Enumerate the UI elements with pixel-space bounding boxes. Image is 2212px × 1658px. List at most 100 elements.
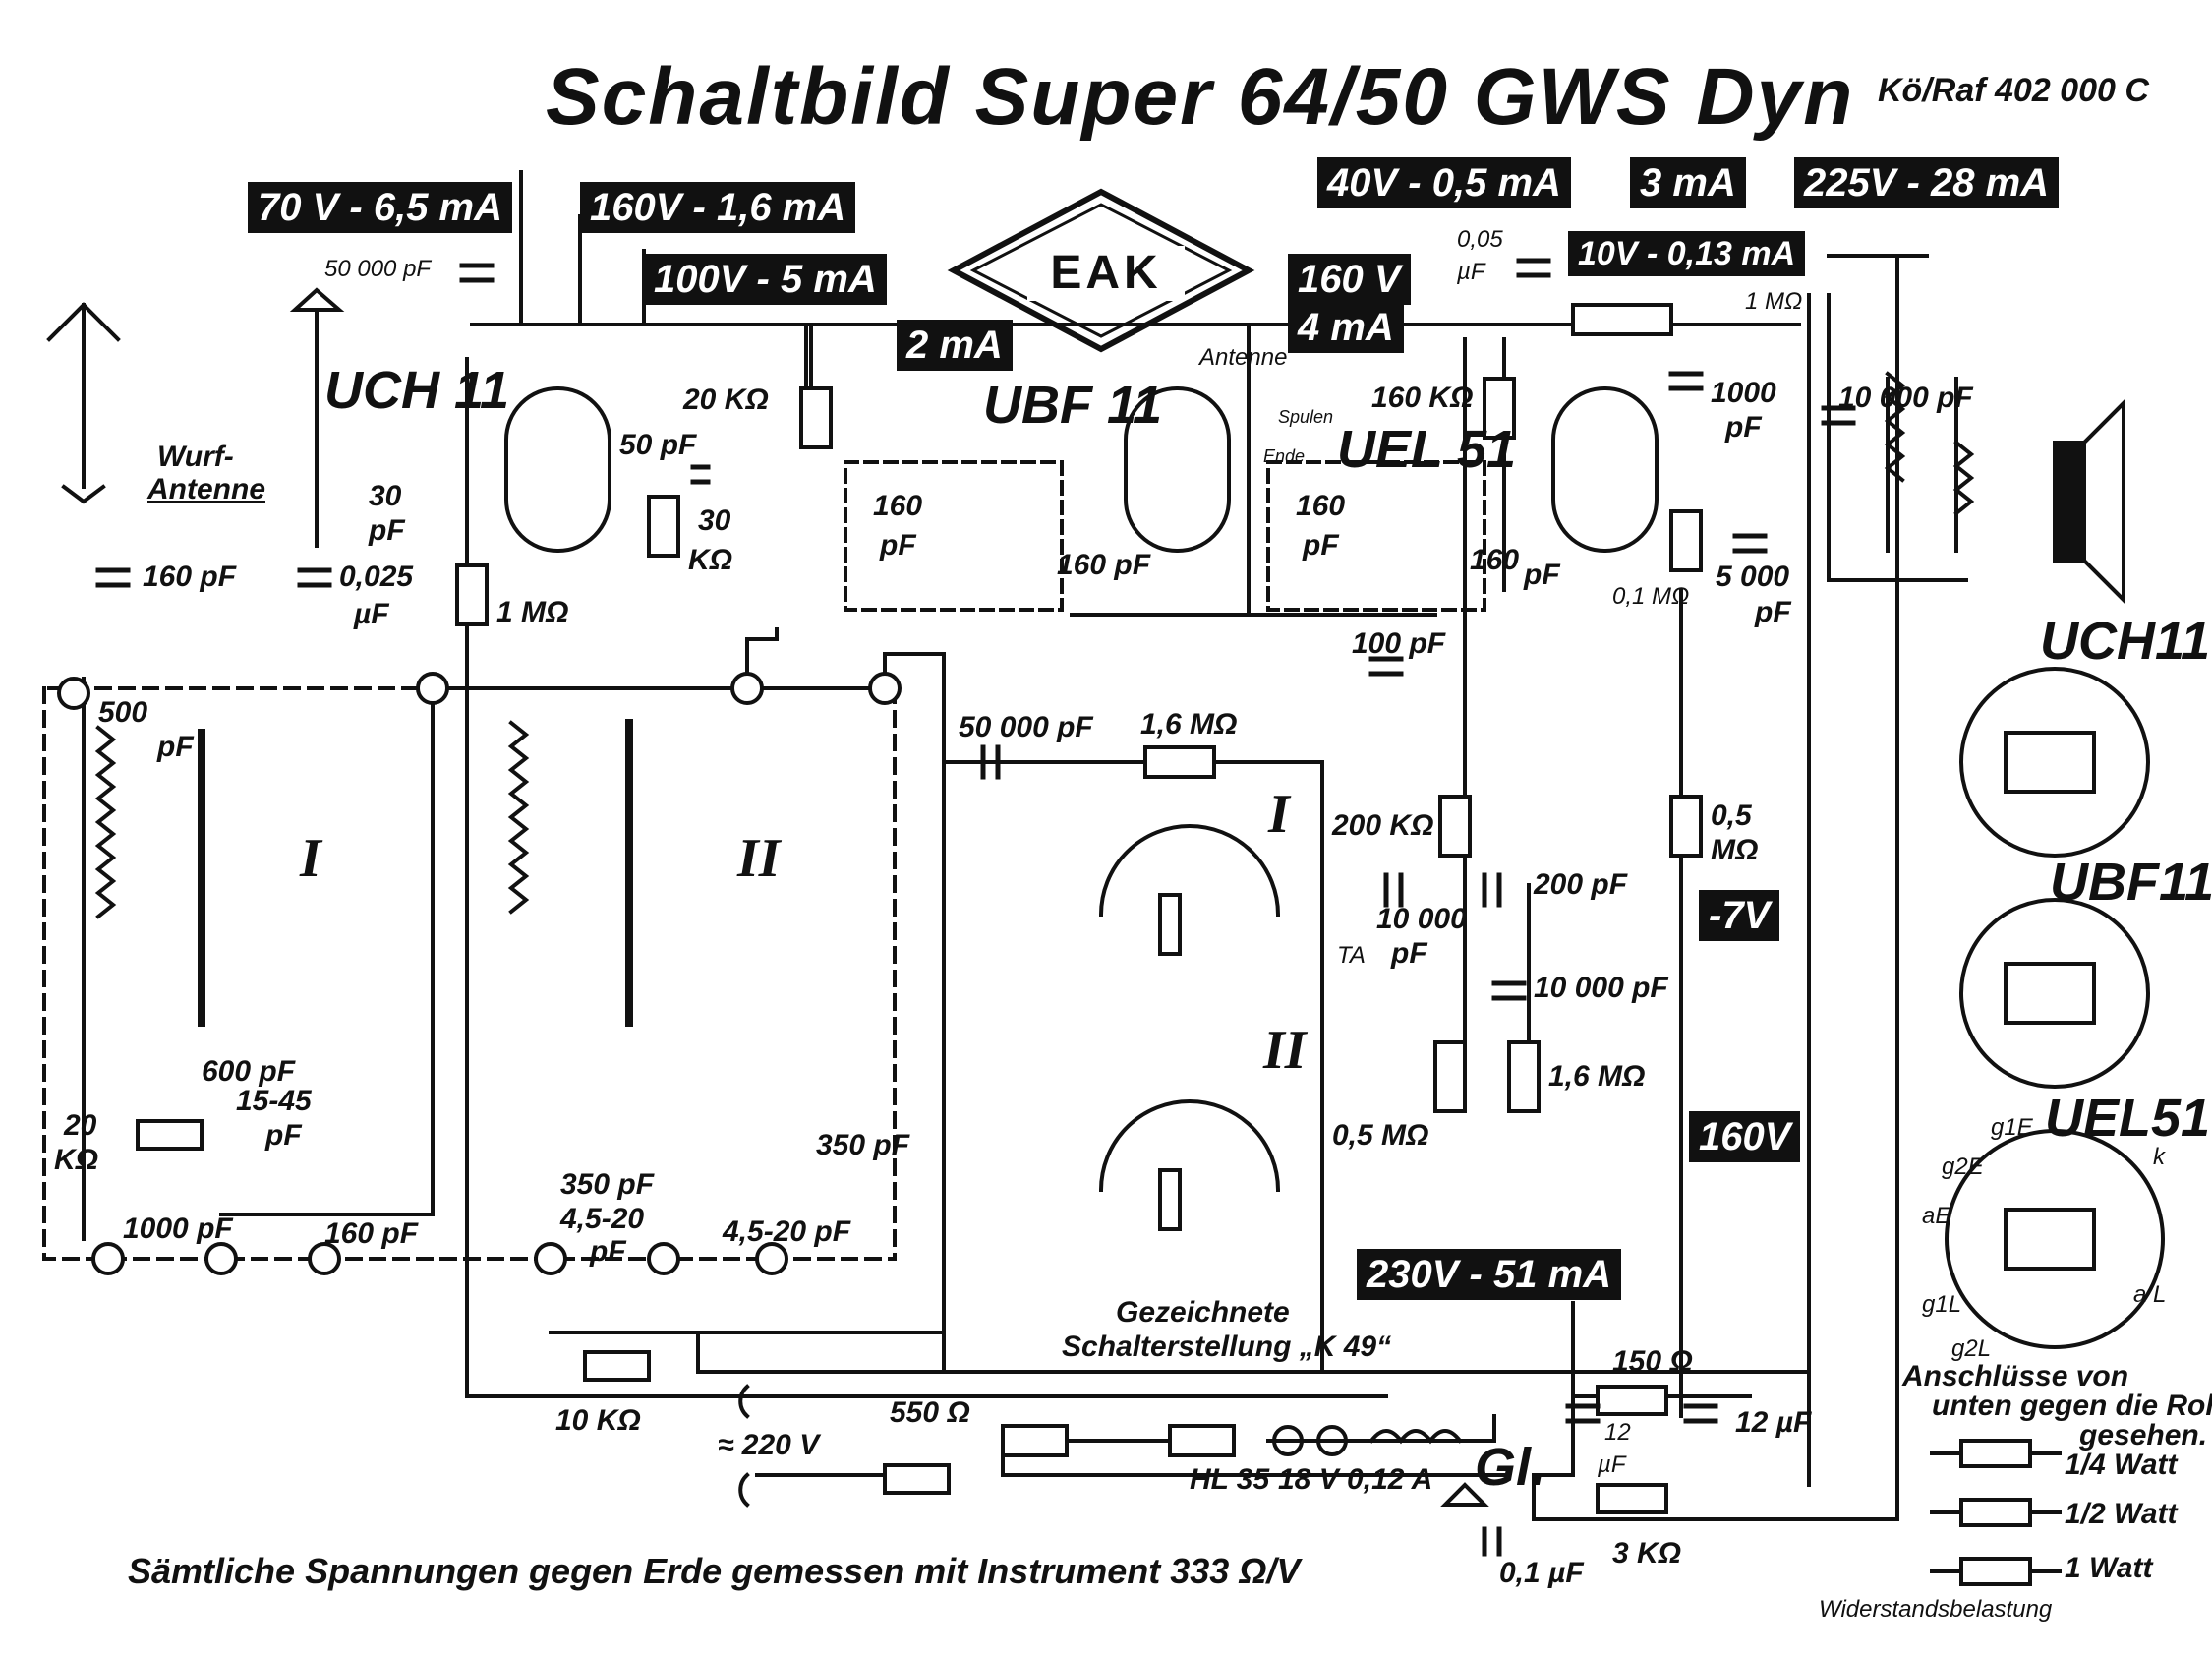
label-1m-top: 1 MΩ bbox=[1745, 288, 1803, 315]
label-pot-0-5m: 0,5 MΩ bbox=[1332, 1119, 1429, 1152]
label-3k: 3 KΩ bbox=[1612, 1537, 1682, 1569]
label-350pf-1: 350 pF bbox=[560, 1168, 655, 1201]
resistor-hl35 bbox=[1168, 1424, 1236, 1457]
pin-g2l: g2L bbox=[1951, 1335, 1992, 1362]
label-if2-160b: 160 bbox=[1470, 544, 1520, 576]
label-500pf-2: pF bbox=[157, 731, 194, 763]
voltage-box-100v: 100V - 5 mA bbox=[644, 254, 887, 305]
label-15-45-1: 15-45 bbox=[236, 1085, 312, 1117]
label-160pf-osc: 160 pF bbox=[324, 1217, 419, 1250]
voltage-box-4ma: 4 mA bbox=[1288, 302, 1404, 353]
antennas bbox=[46, 287, 345, 548]
voltage-box-uch11: 70 V - 6,5 mA bbox=[248, 182, 513, 233]
label-gl: Gl. bbox=[1475, 1438, 1546, 1497]
voltage-box-230v: 230V - 51 mA bbox=[1357, 1249, 1622, 1300]
coils bbox=[94, 371, 1975, 1027]
tube-label-ubf11: UBF 11 bbox=[983, 376, 1163, 435]
label-10k: 10 KΩ bbox=[555, 1404, 641, 1437]
label-watt-1-2: 1/2 Watt bbox=[2065, 1498, 2178, 1530]
resistor-150 bbox=[1596, 1385, 1668, 1416]
label-antenne: Antenne bbox=[1199, 344, 1288, 371]
uel51-socket bbox=[1945, 1129, 2165, 1349]
label-anschluss-3: gesehen. bbox=[2079, 1419, 2208, 1451]
label-20k-osc-2: KΩ bbox=[54, 1144, 99, 1176]
pin-g1l: g1L bbox=[1922, 1291, 1962, 1318]
label-0-5m-2: MΩ bbox=[1711, 834, 1759, 866]
label-200pf: 200 pF bbox=[1534, 868, 1628, 901]
wave-switch bbox=[1098, 824, 1281, 1231]
resistor-1-6m-2 bbox=[1507, 1040, 1541, 1113]
label-0025uf-2: µF bbox=[354, 598, 389, 630]
label-ta: TA bbox=[1337, 942, 1366, 969]
label-005uf-1: 0,05 bbox=[1457, 226, 1503, 253]
label-01m: 0,1 MΩ bbox=[1612, 583, 1690, 610]
label-160pf-antenna: 160 pF bbox=[143, 561, 237, 593]
label-switch-caption-2: Schalterstellung „K 49“ bbox=[1062, 1331, 1392, 1363]
terminals bbox=[57, 672, 902, 1275]
label-15-45-2: pF bbox=[265, 1119, 302, 1152]
label-600pf: 600 pF bbox=[202, 1055, 296, 1088]
resistor-1m bbox=[455, 563, 489, 626]
label-spulen-ende: Ende bbox=[1263, 446, 1306, 466]
mains-section bbox=[738, 1384, 1489, 1508]
label-50pf: 50 pF bbox=[619, 429, 697, 461]
socket-diagrams bbox=[1945, 667, 2165, 1349]
label-10000pf-out: 10 000 pF bbox=[1838, 382, 1973, 414]
side-label-ubf11: UBF11 bbox=[2050, 853, 2212, 912]
resistor-3k bbox=[1596, 1483, 1668, 1514]
label-switch-ii: II bbox=[1263, 1020, 1307, 1081]
label-50000pf-2: 50 000 pF bbox=[959, 711, 1093, 743]
fuse bbox=[883, 1463, 951, 1495]
label-hl35: HL 35 bbox=[1190, 1463, 1270, 1496]
label-220v: ≈ 220 V bbox=[718, 1429, 820, 1461]
label-350pf-2: 350 pF bbox=[816, 1129, 910, 1161]
label-1-6m: 1,6 MΩ bbox=[1140, 708, 1238, 740]
label-160k: 160 KΩ bbox=[1371, 382, 1474, 414]
side-label-uch11: UCH11 bbox=[2040, 612, 2211, 671]
label-1000pf-2: pF bbox=[1725, 411, 1762, 444]
voltage-box-minus-7v: -7V bbox=[1699, 890, 1780, 941]
label-if2-pf: pF bbox=[1303, 529, 1339, 562]
label-anschluss-1: Anschlüsse von bbox=[1902, 1360, 2129, 1392]
ubf11-socket bbox=[1959, 898, 2150, 1089]
tube-label-uch11: UCH 11 bbox=[324, 361, 510, 420]
label-lamp: 18 V 0,12 A bbox=[1278, 1463, 1433, 1496]
label-200k: 200 KΩ bbox=[1332, 809, 1434, 842]
resistor-1-6m bbox=[1143, 745, 1216, 779]
label-spulen: Spulen bbox=[1278, 407, 1334, 427]
label-1m: 1 MΩ bbox=[496, 596, 569, 628]
voltage-box-225v: 225V - 28 mA bbox=[1794, 157, 2060, 208]
label-30pf-1: 30 bbox=[369, 480, 402, 512]
resistor-160k bbox=[1483, 377, 1516, 440]
label-100pf: 100 pF bbox=[1352, 627, 1446, 660]
label-if1-160: 160 bbox=[873, 490, 923, 522]
label-band-i: I bbox=[300, 828, 321, 889]
label-if2-160: 160 bbox=[1296, 490, 1346, 522]
label-30k-1: 30 bbox=[698, 504, 731, 537]
resistor-550 bbox=[1001, 1424, 1069, 1457]
voltage-box-160v-ubf: 160 V bbox=[1288, 254, 1411, 305]
label-12uf: 12 µF bbox=[1735, 1406, 1812, 1439]
uel51-envelope bbox=[1551, 386, 1659, 553]
footer-note: Sämtliche Spannungen gegen Erde gemessen… bbox=[128, 1551, 1301, 1591]
label-wurf-antenne-1: Wurf- bbox=[157, 441, 234, 473]
label-4-5-20-3: 4,5-20 pF bbox=[723, 1215, 851, 1248]
label-10000-2: pF bbox=[1391, 937, 1427, 970]
label-4-5-20-2: pF bbox=[590, 1235, 626, 1268]
label-005uf-2: µF bbox=[1457, 259, 1485, 285]
tube-label-uel51: UEL 51 bbox=[1337, 420, 1517, 479]
pot-0-5m bbox=[1433, 1040, 1467, 1113]
resistor-1m-top bbox=[1571, 303, 1673, 336]
label-0-5m-1: 0,5 bbox=[1711, 799, 1752, 832]
label-watt-1: 1 Watt bbox=[2065, 1552, 2153, 1584]
capacitors bbox=[95, 258, 1856, 1557]
resistors bbox=[136, 303, 1703, 1514]
label-if1-160pf: 160 pF bbox=[1057, 549, 1151, 581]
pin-al: a L bbox=[2133, 1281, 2167, 1308]
label-150: 150 Ω bbox=[1612, 1345, 1693, 1378]
side-label-uel51: UEL51 bbox=[2045, 1089, 2211, 1148]
label-wurf-antenne-2: Antenne bbox=[147, 473, 265, 505]
eak-logo bbox=[947, 188, 1255, 353]
tube-envelopes bbox=[504, 386, 1659, 553]
